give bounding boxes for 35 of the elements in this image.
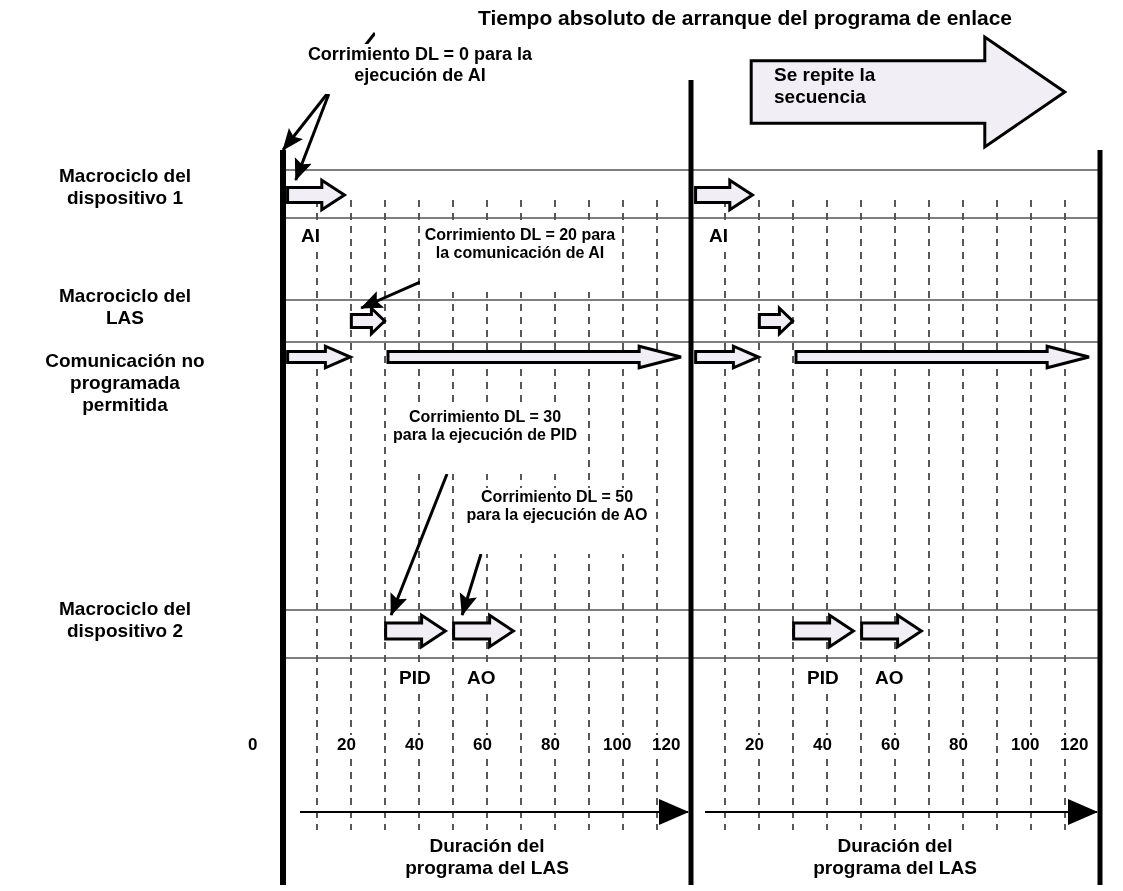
block-label: PID [807, 667, 839, 689]
block-label: AO [875, 667, 904, 689]
task-block [385, 615, 446, 647]
tick-label: 100 [1011, 735, 1040, 755]
task-block [861, 615, 922, 647]
tick-label: 80 [541, 735, 560, 755]
tick-label: 80 [949, 735, 968, 755]
block-label: AO [467, 667, 496, 689]
leader-line [459, 553, 483, 616]
task-block [695, 346, 759, 368]
leader-line [389, 473, 449, 616]
task-block [695, 180, 753, 210]
block-label: AI [709, 225, 728, 247]
task-block [385, 346, 684, 368]
block-label: PID [399, 667, 431, 689]
tick-label: 100 [603, 735, 632, 755]
repeat-banner: Se repite la secuencia [748, 36, 1068, 148]
leader-line [294, 93, 331, 181]
task-block [793, 615, 854, 647]
block-label: AI [301, 225, 320, 247]
task-block [351, 308, 385, 334]
leader-line [360, 280, 421, 310]
task-block [793, 346, 1092, 368]
tick-label: 40 [813, 735, 832, 755]
task-block [287, 180, 345, 210]
tick-label: 20 [337, 735, 356, 755]
tick-label: 20 [745, 735, 764, 755]
task-block [453, 615, 514, 647]
task-block [287, 346, 351, 368]
tick-label: 120 [652, 735, 681, 755]
tick-label: 40 [405, 735, 424, 755]
tick-label: 120 [1060, 735, 1089, 755]
task-block [759, 308, 793, 334]
tick-label: 60 [473, 735, 492, 755]
tick-label: 60 [881, 735, 900, 755]
